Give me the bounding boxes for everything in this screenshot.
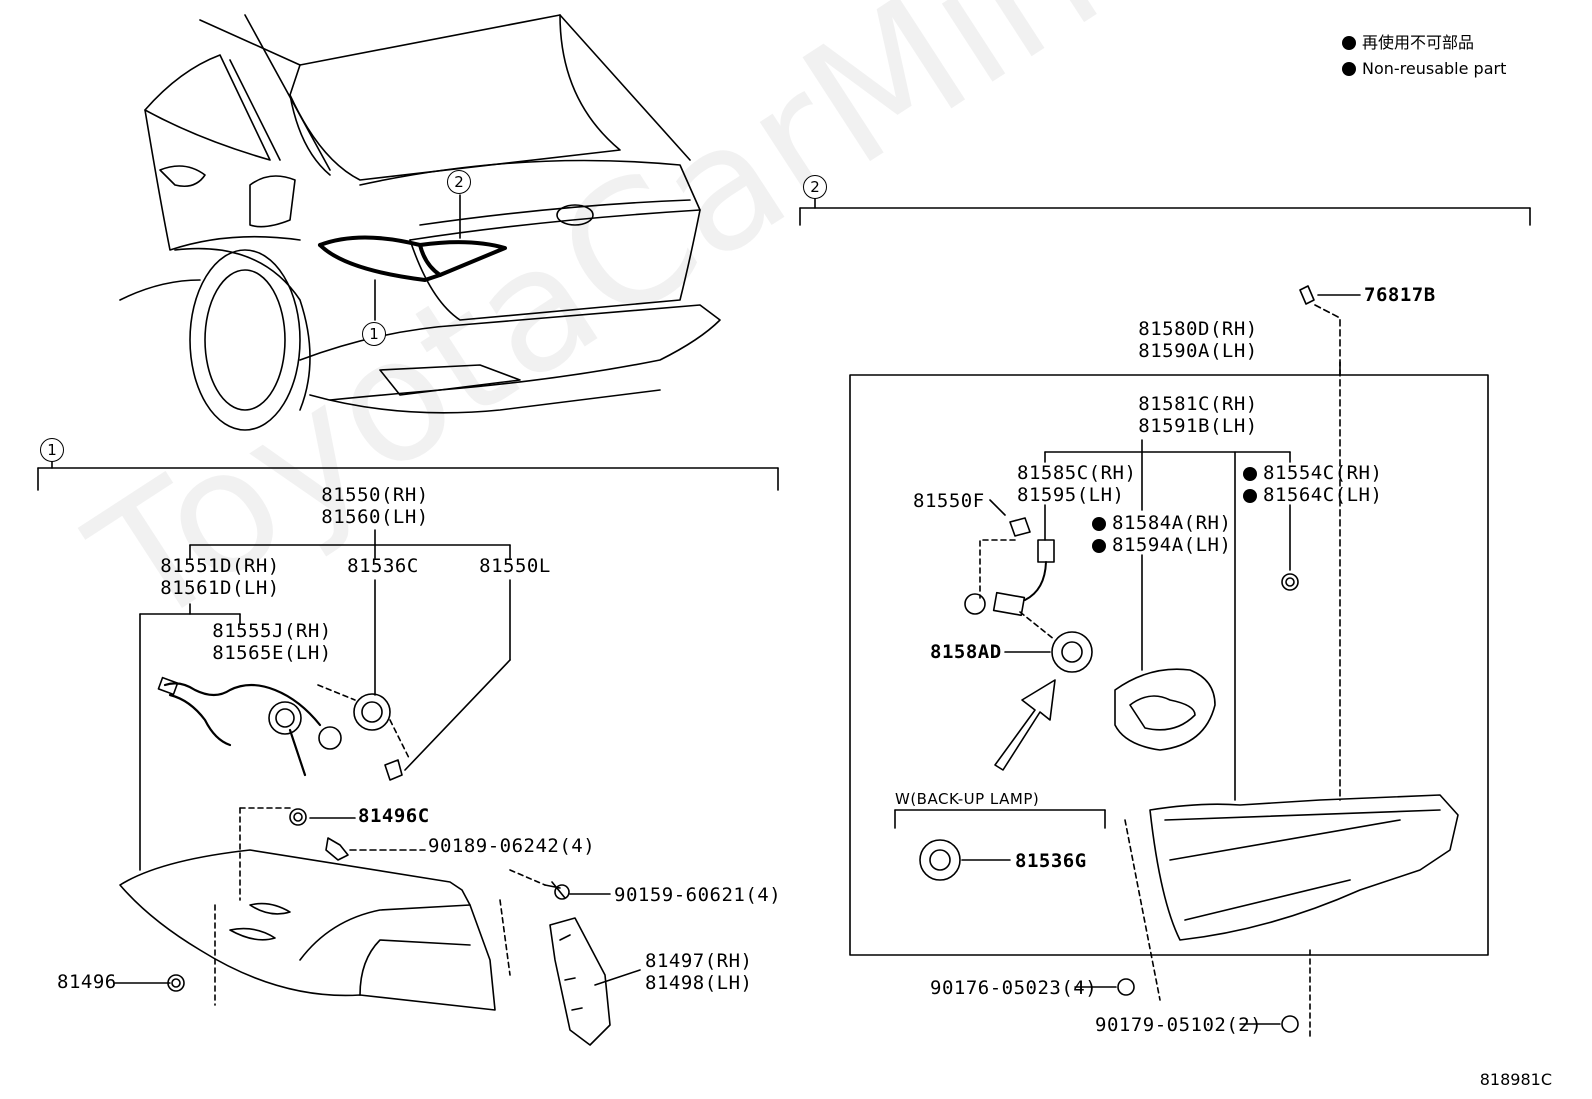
label-81496C[interactable]: 81496C bbox=[358, 805, 430, 827]
part-number: 81560(LH) bbox=[321, 506, 429, 528]
part-number: 81565E(LH) bbox=[212, 642, 332, 664]
section1-leaders bbox=[114, 529, 641, 986]
label-81550[interactable]: 81550(RH) 81560(LH) bbox=[321, 484, 428, 528]
label-backup-lamp: W(BACK-UP LAMP) bbox=[895, 790, 1040, 808]
part-number: 81551D(RH) bbox=[160, 555, 280, 577]
part-number: 81591B(LH) bbox=[1138, 415, 1258, 437]
label-90179[interactable]: 90179-05102(2) bbox=[1095, 1014, 1263, 1036]
label-81536C[interactable]: 81536C bbox=[347, 555, 419, 577]
legend-jp-text: 再使用不可部品 bbox=[1362, 33, 1475, 52]
section2-leaders bbox=[894, 285, 1459, 1041]
section-marker-2: 2 bbox=[803, 175, 827, 199]
label-81550L[interactable]: 81550L bbox=[479, 555, 551, 577]
label-81536G[interactable]: 81536G bbox=[1015, 850, 1087, 872]
part-number: 81580D(RH) bbox=[1138, 318, 1258, 340]
part-number: 81564C(LH) bbox=[1263, 484, 1383, 506]
non-reusable-dot-icon bbox=[1243, 467, 1257, 481]
label-81584A[interactable]: 81584A(RH) 81594A(LH) bbox=[1092, 512, 1231, 556]
callout-marker-1-car: 1 bbox=[362, 322, 386, 346]
part-number: 81585C(RH) bbox=[1017, 462, 1137, 484]
label-90176[interactable]: 90176-05023(4) bbox=[930, 977, 1098, 999]
label-81554C[interactable]: 81554C(RH) 81564C(LH) bbox=[1243, 462, 1382, 506]
callout-marker-2-car: 2 bbox=[447, 170, 471, 194]
part-number: 81554C(RH) bbox=[1263, 462, 1383, 484]
label-8158AD[interactable]: 8158AD bbox=[930, 641, 1002, 663]
label-81497[interactable]: 81497(RH) 81498(LH) bbox=[645, 950, 752, 994]
label-81555J[interactable]: 81555J(RH) 81565E(LH) bbox=[212, 620, 331, 664]
legend-en-text: Non-reusable part bbox=[1362, 59, 1507, 78]
non-reusable-dot-icon bbox=[1342, 62, 1356, 76]
part-number: 81594A(LH) bbox=[1112, 534, 1232, 556]
label-90189[interactable]: 90189-06242(4) bbox=[428, 835, 596, 857]
non-reusable-dot-icon bbox=[1092, 539, 1106, 553]
non-reusable-dot-icon bbox=[1243, 489, 1257, 503]
part-number: 81555J(RH) bbox=[212, 620, 332, 642]
part-number: 81595(LH) bbox=[1017, 484, 1125, 506]
label-81551D[interactable]: 81551D(RH) 81561D(LH) bbox=[160, 555, 279, 599]
part-number: 81561D(LH) bbox=[160, 577, 280, 599]
part-number-row: 81564C(LH) bbox=[1243, 484, 1382, 506]
part-number: 81584A(RH) bbox=[1112, 512, 1232, 534]
label-81585C[interactable]: 81585C(RH) 81595(LH) bbox=[1017, 462, 1136, 506]
part-number: 81590A(LH) bbox=[1138, 340, 1258, 362]
non-reusable-dot-icon bbox=[1092, 517, 1106, 531]
part-number-row: 81594A(LH) bbox=[1092, 534, 1231, 556]
non-reusable-dot-icon bbox=[1342, 36, 1356, 50]
part-number: 81498(LH) bbox=[645, 972, 753, 994]
part-number: 81497(RH) bbox=[645, 950, 753, 972]
part-number: 81581C(RH) bbox=[1138, 393, 1258, 415]
section1-parts bbox=[119, 676, 611, 1046]
label-90159[interactable]: 90159-60621(4) bbox=[614, 884, 782, 906]
part-number-row: 81554C(RH) bbox=[1243, 462, 1382, 484]
label-81581C[interactable]: 81581C(RH) 81591B(LH) bbox=[1138, 393, 1257, 437]
section-marker-1: 1 bbox=[40, 438, 64, 462]
section1-frame bbox=[37, 461, 779, 491]
part-number-row: 81584A(RH) bbox=[1092, 512, 1231, 534]
label-81580D[interactable]: 81580D(RH) 81590A(LH) bbox=[1138, 318, 1257, 362]
section2-frame bbox=[799, 197, 1531, 956]
label-81496[interactable]: 81496 bbox=[57, 971, 117, 993]
part-number: 81550(RH) bbox=[321, 484, 429, 506]
label-81550F[interactable]: 81550F bbox=[913, 490, 985, 512]
legend-en: Non-reusable part bbox=[1342, 58, 1506, 80]
legend-jp: 再使用不可部品 bbox=[1342, 32, 1474, 54]
diagram-reference-code: 818981C bbox=[1479, 1070, 1552, 1089]
car-rear-illustration bbox=[119, 14, 721, 431]
label-76817B[interactable]: 76817B bbox=[1364, 284, 1436, 306]
